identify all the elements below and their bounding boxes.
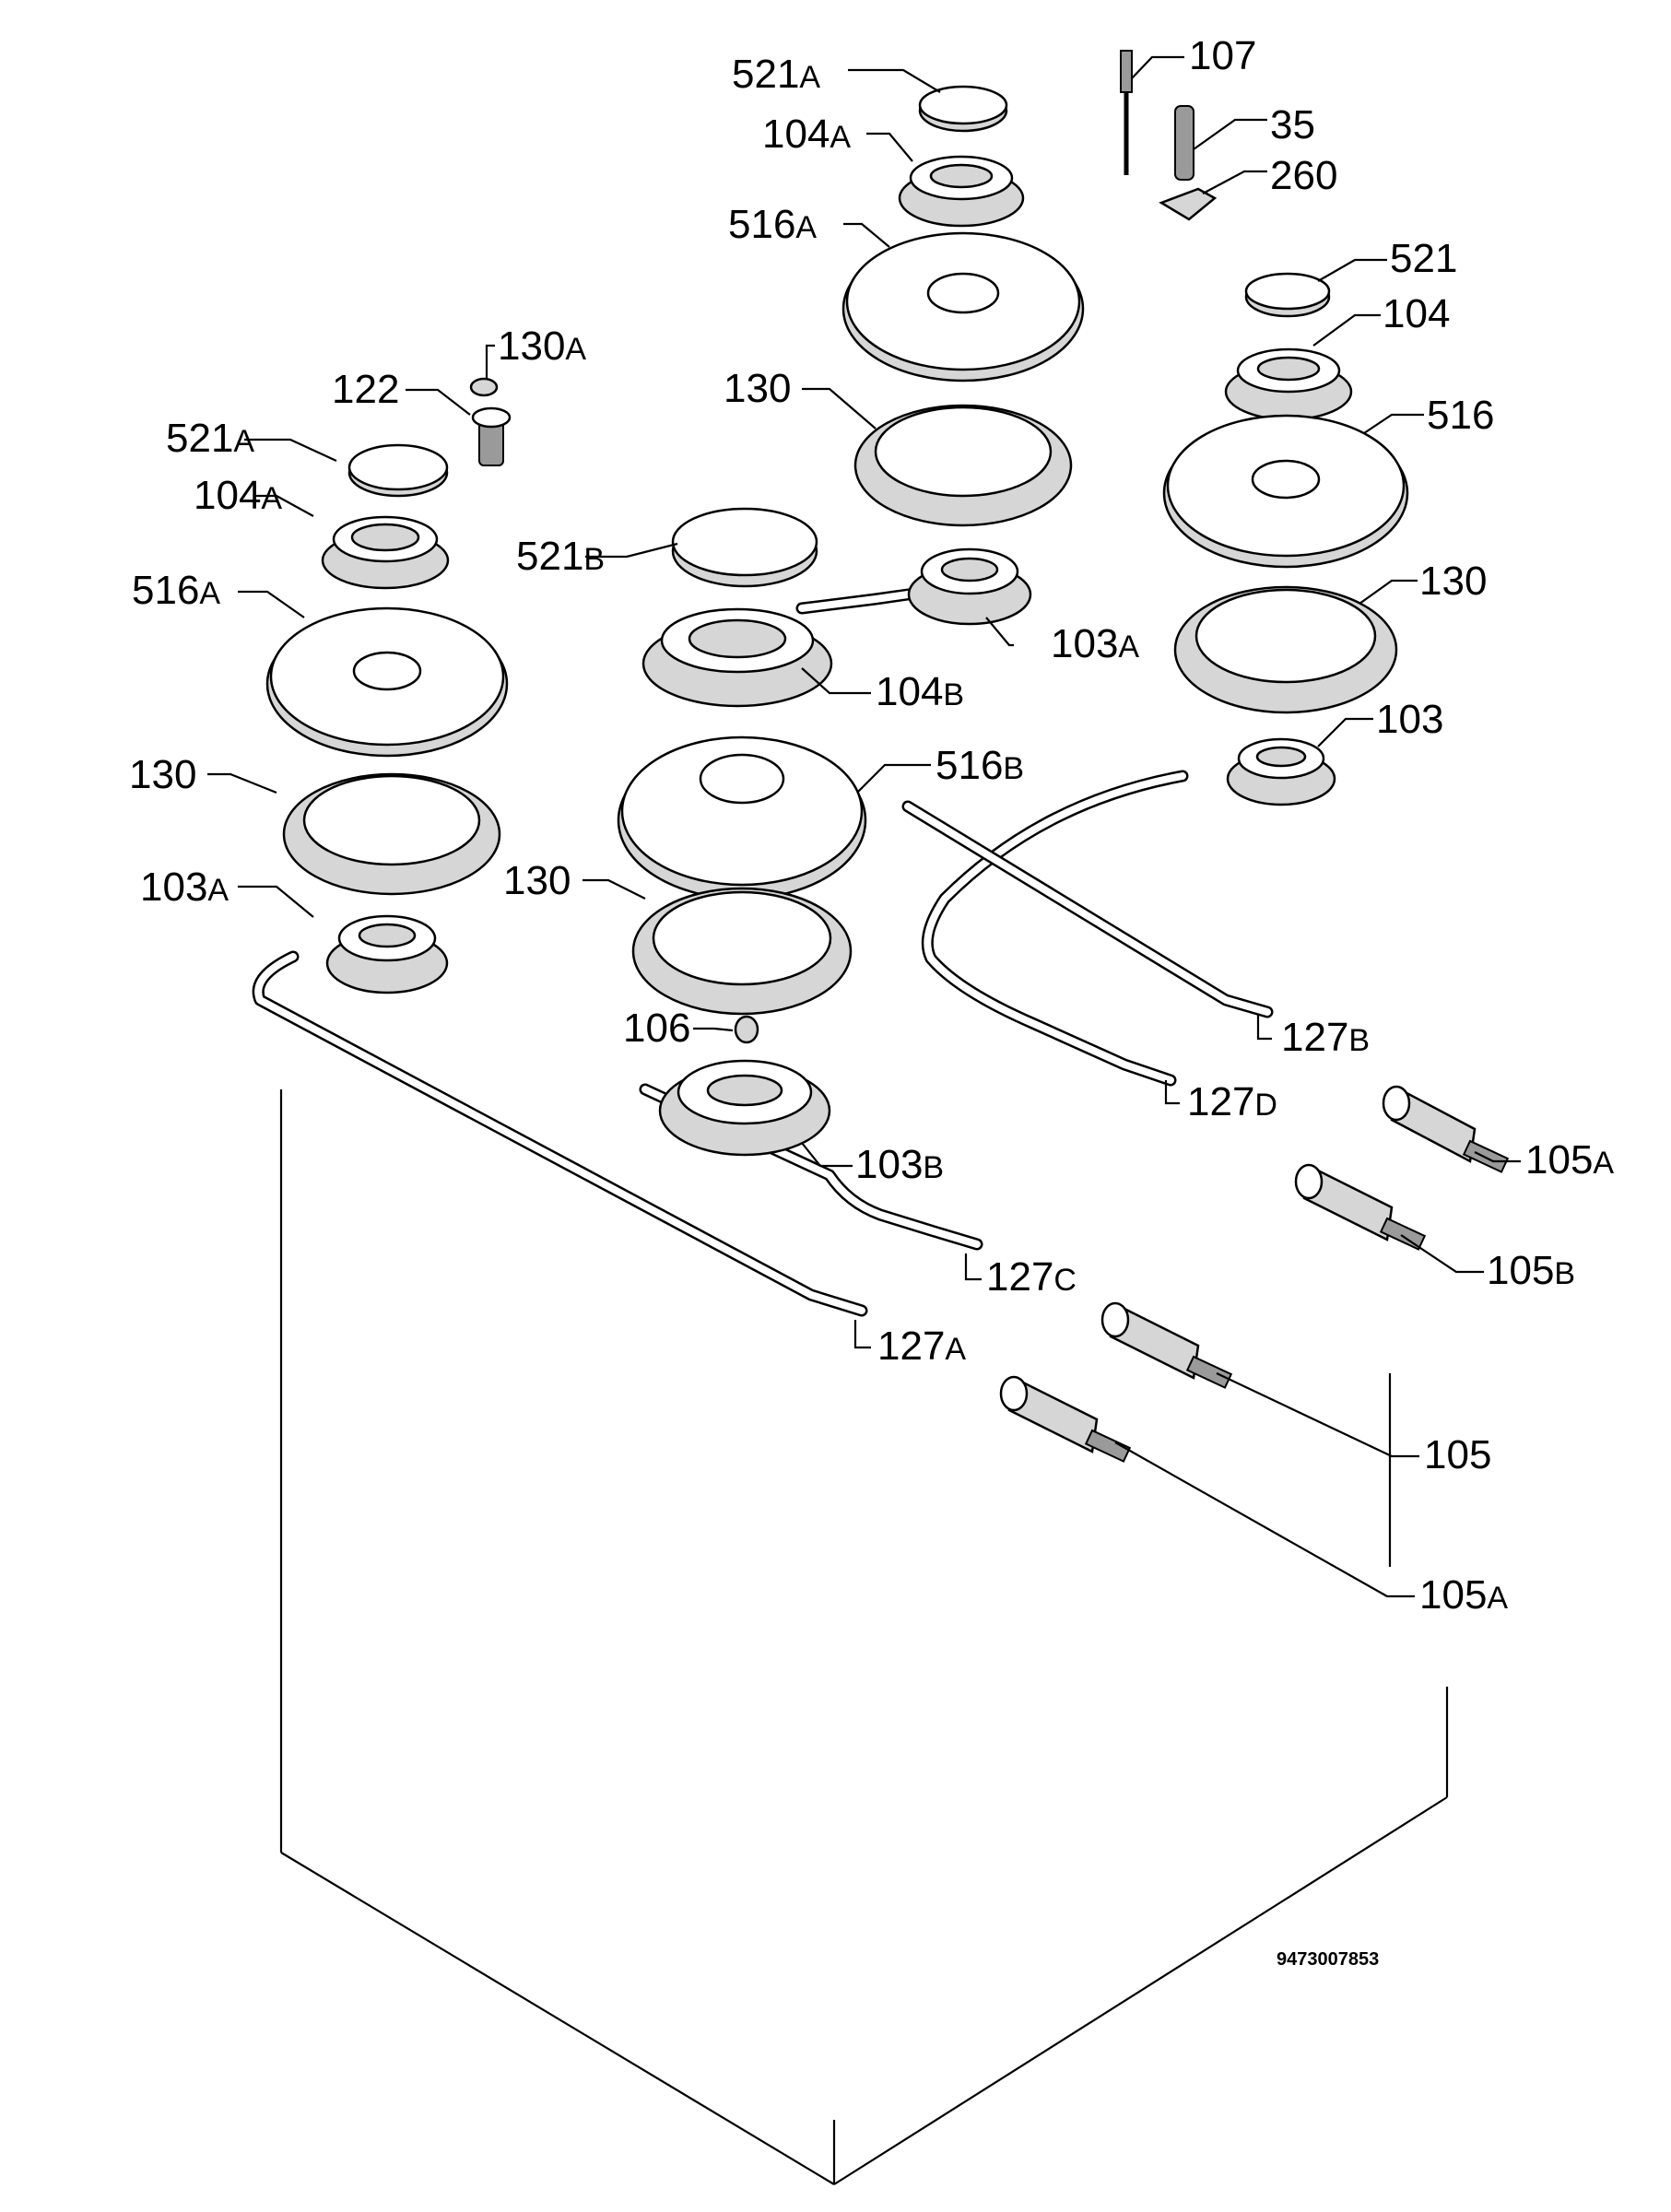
callout-127a: 127A xyxy=(877,1324,966,1369)
callout-130-mid: 130 xyxy=(503,858,571,903)
centre-burner-stack xyxy=(617,507,867,1157)
callout-105: 105 xyxy=(1424,1432,1491,1477)
callout-103b: 103B xyxy=(855,1142,944,1187)
callout-127c: 127C xyxy=(986,1254,1077,1300)
callout-103: 103 xyxy=(1376,697,1443,742)
callout-104: 104 xyxy=(1383,291,1450,336)
callout-127b: 127B xyxy=(1281,1015,1370,1060)
gas-tap-105a-right xyxy=(1382,1085,1510,1173)
callout-104a-top: 104A xyxy=(762,112,851,157)
callout-105b: 105B xyxy=(1487,1248,1575,1293)
callout-35: 35 xyxy=(1270,102,1315,147)
gas-taps xyxy=(999,1085,1510,1463)
callout-130a: 130A xyxy=(498,324,586,369)
gas-tubes xyxy=(252,588,1274,1317)
callout-104b: 104B xyxy=(876,669,964,714)
callout-521a-top: 521A xyxy=(732,52,820,97)
callout-103a-mid: 103A xyxy=(1051,621,1139,666)
leader-lines xyxy=(207,55,1521,1598)
thermocouple-107 xyxy=(1120,50,1133,93)
callout-labels: 521A 107 104A 35 260 516A 521 104 130A 1… xyxy=(129,33,1614,1618)
washer-130a xyxy=(469,377,499,397)
callout-105a-bottom: 105A xyxy=(1419,1572,1508,1618)
ignition-electrode-35 xyxy=(1174,105,1194,181)
gas-tap-105a-bottom xyxy=(999,1375,1132,1463)
callout-130-right: 130 xyxy=(1419,559,1487,604)
callout-130-left: 130 xyxy=(129,752,196,797)
callout-103a-left: 103A xyxy=(140,865,229,910)
cabinet-outline xyxy=(279,1089,1449,2185)
callout-521b: 521B xyxy=(516,534,605,579)
callout-516: 516 xyxy=(1427,393,1494,438)
upper-centre-burner-stack xyxy=(841,50,1218,626)
callout-104a-left: 104A xyxy=(194,473,282,518)
callout-130-top: 130 xyxy=(724,366,791,411)
clip-260 xyxy=(1159,187,1218,221)
callout-122: 122 xyxy=(332,367,399,412)
injector-106 xyxy=(734,1015,759,1044)
callout-260: 260 xyxy=(1270,153,1337,198)
right-burner-stack xyxy=(1162,272,1409,806)
callout-105a-right: 105A xyxy=(1525,1137,1614,1182)
gas-tap-105 xyxy=(1100,1301,1233,1389)
callout-516b: 516B xyxy=(936,743,1024,788)
callout-521: 521 xyxy=(1390,236,1457,281)
gas-tap-105b xyxy=(1294,1163,1427,1251)
callout-107: 107 xyxy=(1189,33,1256,78)
callout-106: 106 xyxy=(623,1006,690,1051)
callout-516a-top: 516A xyxy=(728,202,817,247)
document-number: 9473007853 xyxy=(1277,1949,1379,1970)
callout-516a-left: 516A xyxy=(132,568,220,613)
left-burner-stack xyxy=(265,377,512,994)
callout-521a-left: 521A xyxy=(166,416,254,461)
callout-127d: 127D xyxy=(1187,1079,1277,1124)
